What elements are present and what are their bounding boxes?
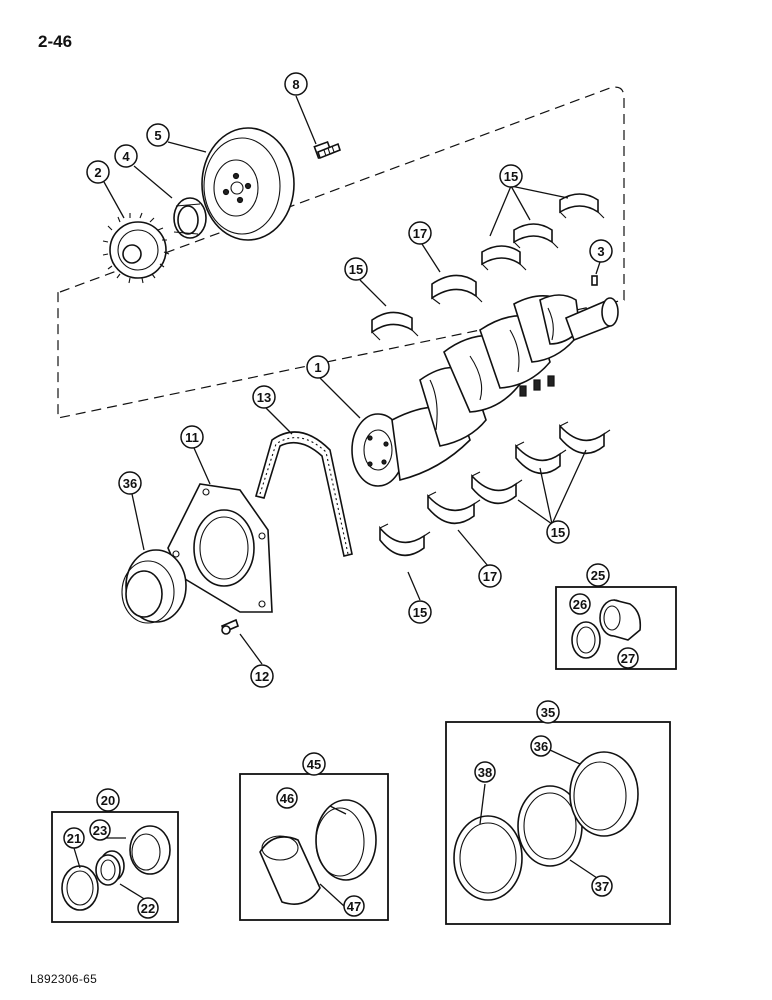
callout-37: 37: [591, 875, 613, 897]
svg-text:3: 3: [597, 244, 604, 259]
svg-text:36: 36: [123, 476, 137, 491]
woodruff-key: [591, 275, 598, 286]
pulley-bolt: [313, 140, 341, 160]
svg-text:46: 46: [280, 791, 294, 806]
svg-text:23: 23: [93, 823, 107, 838]
svg-text:15: 15: [349, 262, 363, 277]
callout-35: 35: [536, 700, 560, 724]
rear-seal: [121, 549, 187, 624]
svg-text:25: 25: [591, 568, 605, 583]
sleeve-ring: [173, 197, 207, 239]
callout-25: 25: [586, 563, 610, 587]
svg-text:13: 13: [257, 390, 271, 405]
callout-20: 20: [96, 788, 120, 812]
pulley: [201, 127, 295, 241]
dashed-assembly-outline: [57, 86, 625, 419]
svg-text:45: 45: [307, 757, 321, 772]
callout-2: 2: [86, 160, 110, 184]
page-number: 2-46: [38, 32, 73, 51]
svg-text:17: 17: [483, 569, 497, 584]
svg-text:4: 4: [122, 149, 130, 164]
callout-45: 45: [302, 752, 326, 776]
callout-8: 8: [284, 72, 308, 96]
callout-36-main: 36: [118, 471, 142, 495]
lower-bearing-shells: [379, 421, 611, 557]
kit-box-20: [51, 811, 179, 923]
callout-15-top: 15: [499, 164, 523, 188]
svg-text:15: 15: [413, 605, 427, 620]
callout-15-lower-left: 15: [408, 600, 432, 624]
svg-text:5: 5: [154, 128, 161, 143]
svg-text:17: 17: [413, 226, 427, 241]
svg-text:26: 26: [573, 597, 587, 612]
callout-38: 38: [474, 761, 496, 783]
svg-text:15: 15: [504, 169, 518, 184]
kit-35-parts: [453, 751, 639, 901]
seal-housing: [167, 483, 273, 613]
callout-4: 4: [114, 144, 138, 168]
callout-15-lower-right: 15: [546, 520, 570, 544]
svg-text:36: 36: [534, 739, 548, 754]
svg-text:8: 8: [292, 77, 299, 92]
callout-47: 47: [343, 895, 365, 917]
svg-text:11: 11: [185, 430, 199, 445]
svg-text:15: 15: [551, 525, 565, 540]
callout-22: 22: [137, 897, 159, 919]
svg-text:21: 21: [67, 831, 81, 846]
leader-lines: [73, 95, 601, 907]
callout-26: 26: [569, 593, 591, 615]
callout-17-top: 17: [408, 221, 432, 245]
svg-text:22: 22: [141, 901, 155, 916]
upper-bearing-shells: [371, 193, 605, 341]
kit-20-parts: [61, 825, 171, 911]
callout-21: 21: [63, 827, 85, 849]
svg-text:1: 1: [314, 360, 321, 375]
kit-box-25: [555, 586, 677, 670]
svg-text:20: 20: [101, 793, 115, 808]
callout-5: 5: [146, 123, 170, 147]
kit-box-35: [445, 721, 671, 925]
svg-text:38: 38: [478, 765, 492, 780]
kit-25-parts: [571, 599, 642, 659]
callout-1: 1: [306, 355, 330, 379]
callout-15-upper-left: 15: [344, 257, 368, 281]
callout-17-lower: 17: [478, 564, 502, 588]
callout-13: 13: [252, 385, 276, 409]
svg-text:2: 2: [94, 165, 101, 180]
callout-23: 23: [89, 819, 111, 841]
svg-text:35: 35: [541, 705, 555, 720]
svg-text:27: 27: [621, 651, 635, 666]
callout-3: 3: [589, 239, 613, 263]
kit-45-parts: [259, 799, 377, 905]
crankshaft: [351, 294, 619, 487]
svg-text:37: 37: [595, 879, 609, 894]
svg-text:12: 12: [255, 669, 269, 684]
reference-code: L892306-65: [30, 972, 98, 986]
callout-27: 27: [617, 647, 639, 669]
crankshaft-gear: [102, 212, 170, 284]
housing-screw: [221, 618, 239, 635]
rear-seal-gasket: [255, 431, 353, 557]
callout-46: 46: [276, 787, 298, 809]
callout-36-kit: 36: [530, 735, 552, 757]
svg-text:47: 47: [347, 899, 361, 914]
callout-11: 11: [180, 425, 204, 449]
callout-12: 12: [250, 664, 274, 688]
